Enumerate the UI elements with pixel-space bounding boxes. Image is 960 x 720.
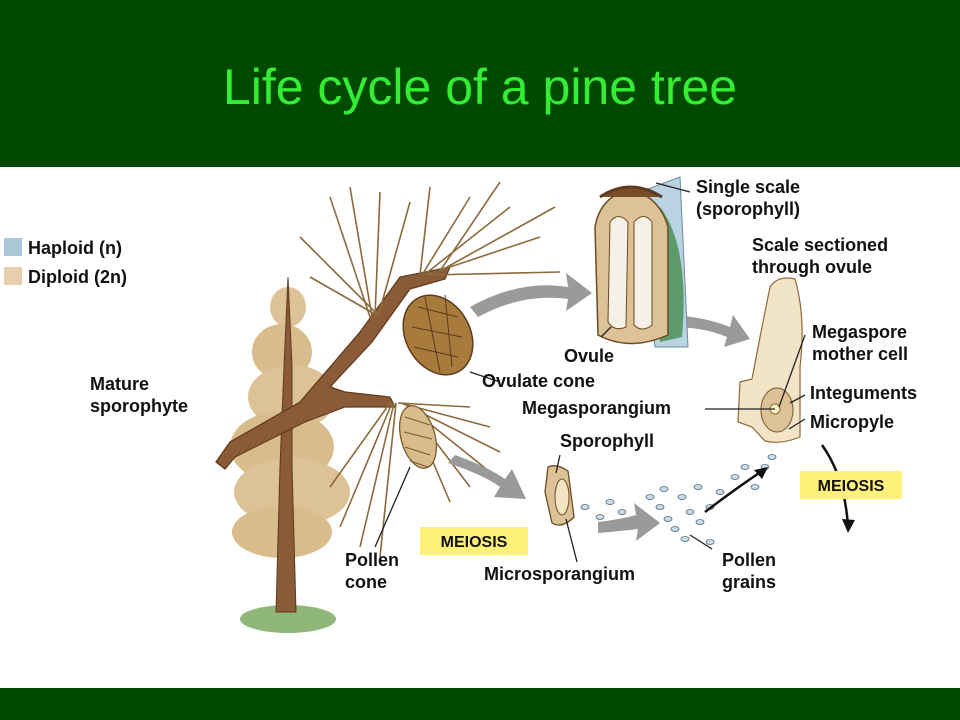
label-integuments: Integuments bbox=[810, 383, 917, 403]
cycle-arrows bbox=[448, 273, 750, 541]
sporophyll bbox=[544, 465, 575, 526]
microsporangium bbox=[554, 478, 570, 516]
pollination-arrow bbox=[704, 467, 768, 513]
pine-life-cycle-diagram: Haploid (n) Diploid (2n) bbox=[0, 167, 960, 688]
pine-branch bbox=[215, 181, 561, 558]
meiosis-label-2: MEIOSIS bbox=[818, 478, 885, 495]
label-microsporangium: Microsporangium bbox=[484, 564, 635, 584]
legend: Haploid (n) Diploid (2n) bbox=[4, 238, 127, 287]
legend-diploid-swatch bbox=[4, 267, 22, 285]
pollen-cone bbox=[398, 405, 438, 469]
label-ovulate-cone: Ovulate cone bbox=[482, 371, 595, 391]
single-scale bbox=[594, 176, 689, 348]
footer-bar bbox=[0, 688, 960, 720]
legend-haploid-label: Haploid (n) bbox=[28, 238, 122, 258]
meiosis-label-1: MEIOSIS bbox=[441, 534, 508, 551]
label-single-scale: Single scale(sporophyll) bbox=[696, 177, 800, 219]
needle-cluster-upper bbox=[299, 181, 561, 318]
meiosis-box-1: MEIOSIS bbox=[420, 527, 528, 555]
ground-patch bbox=[240, 605, 336, 633]
arrow-sporophyll-to-pollen bbox=[598, 503, 660, 541]
label-micropyle: Micropyle bbox=[810, 412, 894, 432]
scale-section bbox=[737, 277, 803, 443]
legend-diploid-label: Diploid (2n) bbox=[28, 267, 127, 287]
ovulate-cone bbox=[402, 294, 474, 376]
pollen-grains bbox=[580, 454, 777, 545]
label-ovule: Ovule bbox=[564, 346, 614, 366]
label-megasporangium: Megasporangium bbox=[522, 398, 671, 418]
title-bar: Life cycle of a pine tree bbox=[0, 0, 960, 167]
slide-title: Life cycle of a pine tree bbox=[222, 59, 738, 115]
arrow-pollencone-to-sporophyll bbox=[448, 455, 526, 499]
mature-sporophyte-tree bbox=[230, 276, 350, 633]
leader-lines bbox=[374, 182, 806, 563]
arrow-cone-to-scale bbox=[470, 273, 592, 317]
label-sporophyll: Sporophyll bbox=[560, 431, 654, 451]
legend-haploid-swatch bbox=[4, 238, 22, 256]
meiosis-box-2: MEIOSIS bbox=[800, 471, 902, 499]
arrow-scale-to-section bbox=[670, 315, 750, 347]
